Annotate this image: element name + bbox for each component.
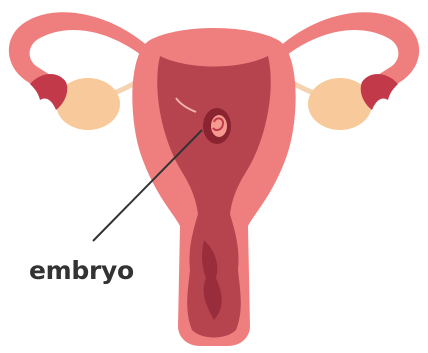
embryo-label: embryo	[29, 256, 134, 285]
